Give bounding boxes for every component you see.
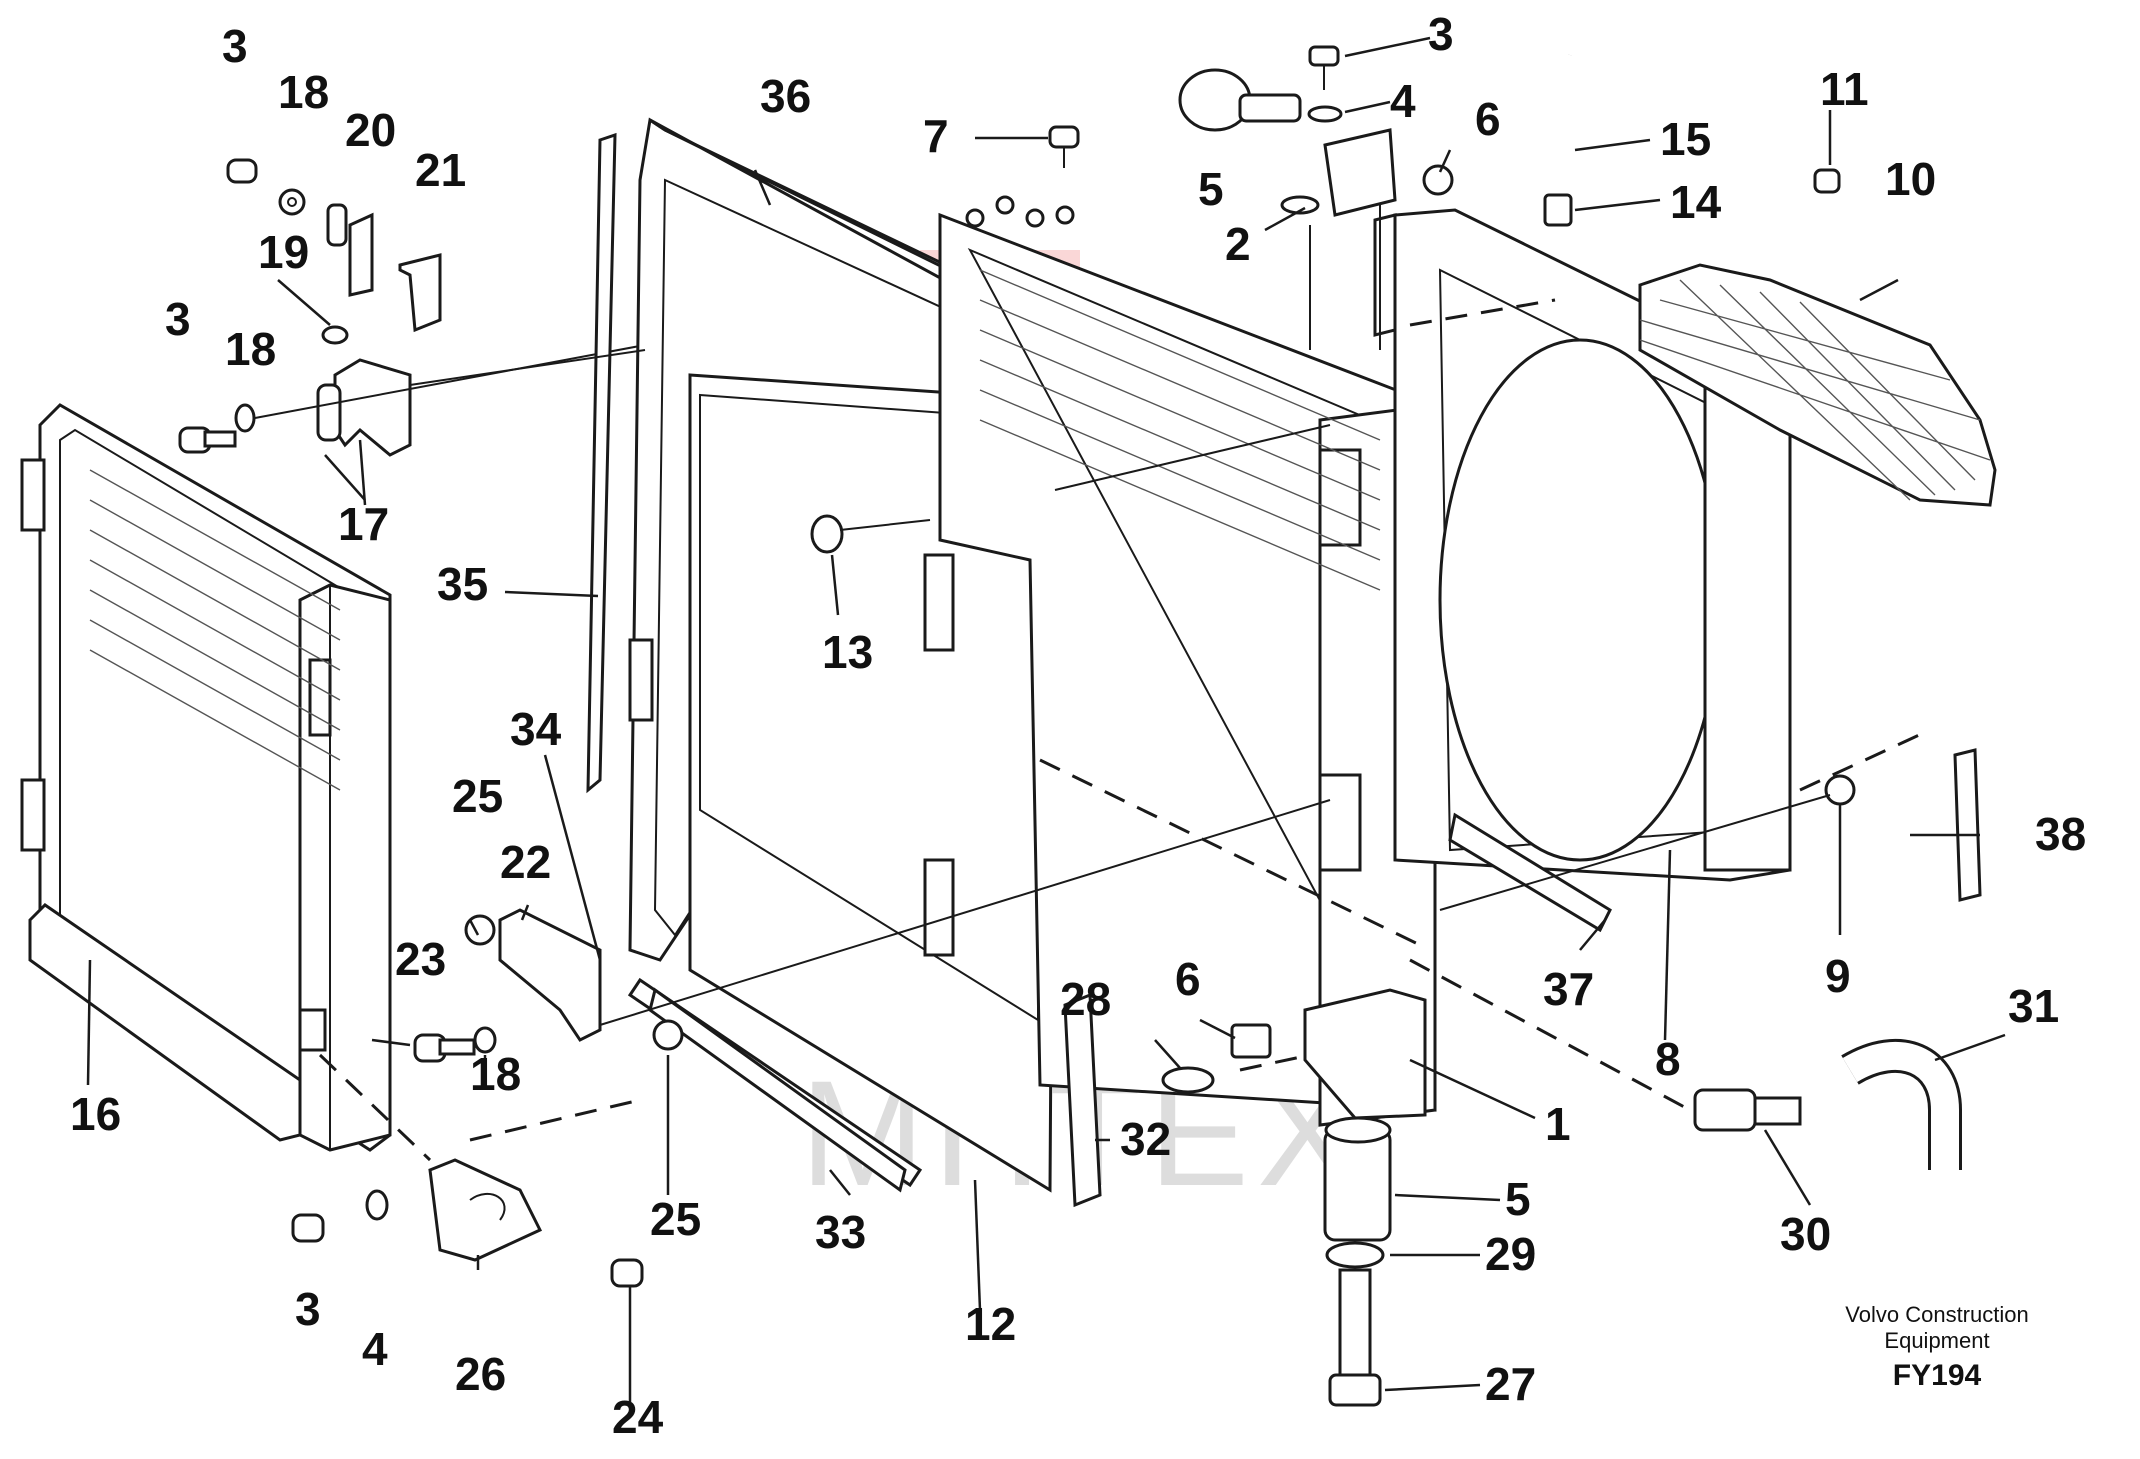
callout-17: 17 bbox=[338, 498, 389, 550]
callout-10: 10 bbox=[1885, 153, 1936, 205]
callout-20: 20 bbox=[345, 104, 396, 156]
part-21-bracket bbox=[398, 253, 442, 333]
callout-numbers: 3 18 20 21 19 3 18 17 36 35 13 7 3 4 5 6… bbox=[70, 8, 2086, 1443]
part-35-seal-strip bbox=[586, 132, 617, 794]
part-17-bracket bbox=[316, 358, 412, 457]
callout-18: 18 bbox=[225, 323, 276, 375]
callout-3: 3 bbox=[165, 293, 191, 345]
callout-31: 31 bbox=[2008, 980, 2059, 1032]
callout-12: 12 bbox=[965, 1298, 1016, 1350]
callout-26: 26 bbox=[455, 1348, 506, 1400]
callout-22: 22 bbox=[500, 836, 551, 888]
hardware-lower-left bbox=[291, 914, 684, 1288]
part-9-bolt bbox=[1824, 774, 1856, 806]
callout-leaders bbox=[86, 36, 2006, 1405]
callout-18: 18 bbox=[278, 66, 329, 118]
callout-28: 28 bbox=[1060, 973, 1111, 1025]
callout-6: 6 bbox=[1175, 953, 1201, 1005]
callout-37: 37 bbox=[1543, 963, 1594, 1015]
callout-3: 3 bbox=[295, 1283, 321, 1335]
part-30-sensor bbox=[1693, 1088, 1802, 1132]
callout-33: 33 bbox=[815, 1206, 866, 1258]
callout-5: 5 bbox=[1198, 163, 1224, 215]
part-27-bolt bbox=[1328, 1268, 1382, 1407]
part-37-strip bbox=[1448, 812, 1612, 933]
part-38-strip bbox=[1953, 748, 1982, 902]
part-26-bracket bbox=[428, 1158, 543, 1262]
footer-label: Volvo Construction Equipment FY194 bbox=[1845, 1302, 2028, 1392]
callout-36: 36 bbox=[760, 70, 811, 122]
part-28-washer bbox=[1161, 1066, 1215, 1094]
hardware-upper-left bbox=[178, 158, 646, 454]
callout-27: 27 bbox=[1485, 1358, 1536, 1410]
callout-19: 19 bbox=[258, 226, 309, 278]
callout-3: 3 bbox=[1428, 8, 1454, 60]
part-29-washer bbox=[1325, 1241, 1385, 1269]
explosion-lines bbox=[318, 205, 1931, 1162]
callout-14: 14 bbox=[1670, 176, 1722, 228]
callout-24: 24 bbox=[612, 1391, 664, 1443]
part-14-fitting bbox=[1543, 193, 1573, 227]
callout-29: 29 bbox=[1485, 1228, 1536, 1280]
callout-5: 5 bbox=[1505, 1173, 1531, 1225]
part-22-bracket bbox=[498, 908, 602, 1042]
footer-line-2: Equipment bbox=[1884, 1328, 1989, 1353]
callout-34: 34 bbox=[510, 703, 562, 755]
callout-2: 2 bbox=[1225, 218, 1251, 270]
part-5-rubber-mount-lower bbox=[1323, 1116, 1392, 1242]
part-6-nut-lower bbox=[1230, 1023, 1272, 1059]
part-16-radiator-core bbox=[20, 403, 392, 1152]
callout-32: 32 bbox=[1120, 1113, 1171, 1165]
part-33-strip bbox=[648, 987, 907, 1193]
footer-figure-code: FY194 bbox=[1893, 1359, 1982, 1392]
callout-15: 15 bbox=[1660, 113, 1711, 165]
part-11-bolt bbox=[1813, 168, 1841, 194]
callout-1: 1 bbox=[1545, 1098, 1571, 1150]
callout-25: 25 bbox=[650, 1193, 701, 1245]
part-10-fan-guard bbox=[1638, 263, 1997, 507]
callout-25: 25 bbox=[452, 770, 503, 822]
callout-6: 6 bbox=[1475, 93, 1501, 145]
callout-7: 7 bbox=[923, 110, 949, 162]
callout-11: 11 bbox=[1820, 63, 1869, 115]
footer-line-1: Volvo Construction bbox=[1845, 1302, 2028, 1327]
callout-3: 3 bbox=[222, 20, 248, 72]
callout-9: 9 bbox=[1825, 950, 1851, 1002]
callout-16: 16 bbox=[70, 1088, 121, 1140]
part-13-screw bbox=[810, 514, 931, 554]
callout-4: 4 bbox=[362, 1323, 388, 1375]
part-20-bracket bbox=[326, 203, 374, 297]
callout-18: 18 bbox=[470, 1048, 521, 1100]
hardware-top-center bbox=[1048, 45, 1454, 217]
callout-35: 35 bbox=[437, 558, 488, 610]
callout-23: 23 bbox=[395, 933, 446, 985]
callout-4: 4 bbox=[1390, 75, 1416, 127]
callout-8: 8 bbox=[1655, 1033, 1681, 1085]
part-32-strip bbox=[1063, 992, 1102, 1208]
callout-30: 30 bbox=[1780, 1208, 1831, 1260]
callout-21: 21 bbox=[415, 144, 466, 196]
part-19-washer bbox=[321, 325, 349, 345]
part-31-hose bbox=[1841, 1038, 1962, 1170]
callout-13: 13 bbox=[822, 626, 873, 678]
part-15-hose bbox=[1550, 54, 1575, 201]
callout-38: 38 bbox=[2035, 808, 2086, 860]
part-1-core-housing bbox=[938, 195, 1437, 1127]
